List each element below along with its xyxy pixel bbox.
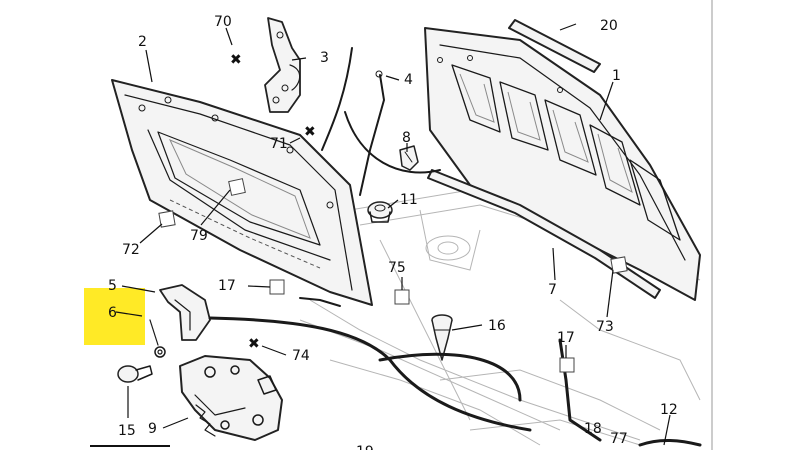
callout-75: 75: [388, 260, 406, 276]
part-9-latch: [179, 355, 283, 441]
clip-square-17a: [269, 279, 285, 295]
deleted-mark-70: ✖: [230, 52, 242, 68]
callout-74: 74: [292, 348, 310, 364]
callout-6: 6: [108, 305, 117, 321]
callout-7: 7: [548, 282, 557, 298]
deleted-mark-71: ✖: [304, 124, 316, 140]
callout-79: 79: [190, 228, 208, 244]
callout-17-right: 17: [557, 330, 575, 346]
body-structure: [299, 189, 701, 446]
callout-17-left: 17: [218, 278, 236, 294]
callout-70: 70: [214, 14, 232, 30]
part-15-bump-stop: [117, 365, 153, 383]
leader-lines: [115, 23, 671, 446]
bonnet-inner-panel: [111, 79, 373, 306]
callout-18: 18: [584, 421, 602, 437]
clip-square-17b: [559, 357, 575, 373]
callout-12: 12: [660, 402, 678, 418]
callout-1: 1: [612, 68, 621, 84]
deleted-mark-74: ✖: [248, 336, 260, 352]
callout-8: 8: [402, 130, 411, 146]
callout-73: 73: [596, 319, 614, 335]
release-cables: [208, 297, 702, 447]
highlight-box: [84, 288, 145, 345]
callout-16: 16: [488, 318, 506, 334]
callout-19: 19: [356, 444, 374, 450]
part-7-seal: [427, 169, 661, 299]
callout-72: 72: [122, 242, 140, 258]
part-5-release-lever: [149, 284, 211, 358]
bonnet-outer-panel: [424, 27, 701, 301]
callout-11: 11: [400, 192, 418, 208]
callout-9: 9: [148, 421, 157, 437]
callout-3: 3: [320, 50, 329, 66]
callout-5: 5: [108, 278, 117, 294]
part-16-buffer: [431, 314, 453, 361]
part-4-prop-rod: [321, 47, 441, 196]
callout-20: 20: [600, 18, 618, 34]
part-20-strip: [508, 19, 601, 73]
callout-4: 4: [404, 72, 413, 88]
callout-15: 15: [118, 423, 136, 439]
clip-square-72: [158, 210, 176, 228]
clip-square-75: [394, 289, 410, 305]
callout-71: 71: [270, 136, 288, 152]
callout-2: 2: [138, 34, 147, 50]
callout-77: 77: [610, 431, 628, 447]
part-3-hinge: [264, 17, 301, 113]
part-11-grommet: [367, 201, 393, 223]
part-6-washer: [154, 346, 166, 358]
part-8-clip: [399, 145, 419, 171]
